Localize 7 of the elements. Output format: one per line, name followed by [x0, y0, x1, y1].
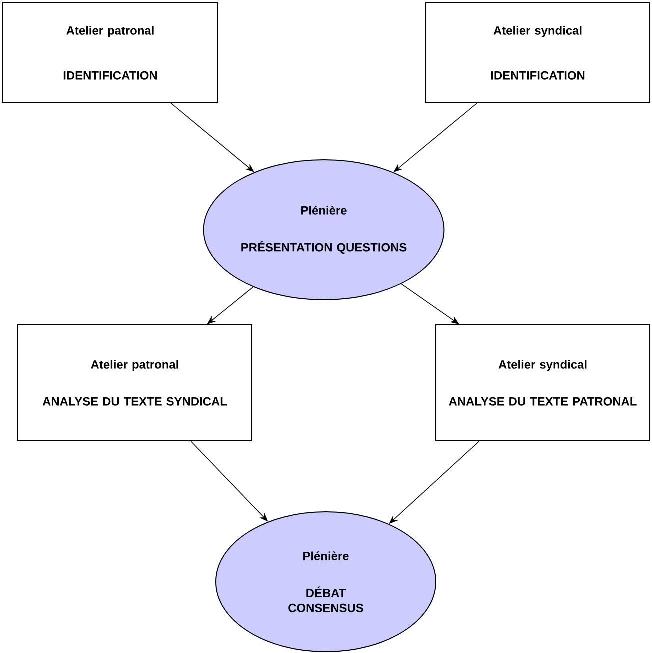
ellipse-node: Plénière DÉBAT CONSENSUS — [216, 512, 436, 652]
process-box: Atelier syndical ANALYSE DU TEXTE PATRONAL — [436, 324, 651, 442]
process-box: Atelier patronal ANALYSE DU TEXTE SYNDICAL — [18, 324, 252, 442]
process-box: Atelier syndical IDENTIFICATION — [426, 2, 651, 104]
ellipse-node: Plénière PRÉSENTATION QUESTIONS — [203, 160, 445, 300]
process-box: Atelier patronal IDENTIFICATION — [2, 2, 218, 104]
arrow — [170, 103, 254, 172]
